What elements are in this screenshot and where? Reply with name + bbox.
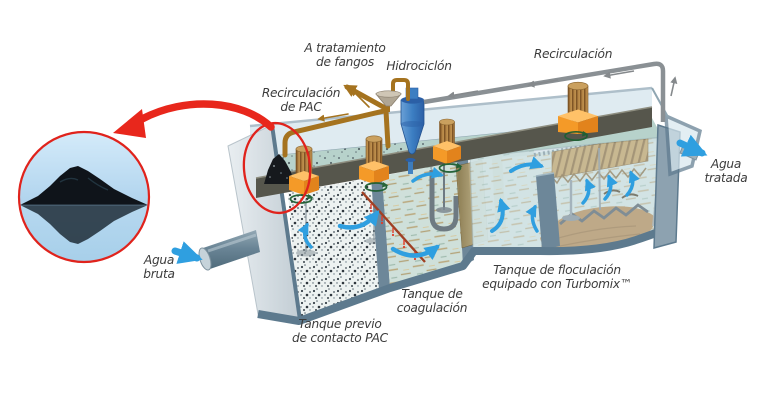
recirculation-pipe (423, 61, 678, 122)
red-highlight (113, 100, 312, 215)
mixer-motor-turbomix (558, 81, 598, 134)
pac-powder-pile (264, 154, 294, 184)
coagulation-tank-face (382, 161, 463, 288)
label-treated-water: Agua tratada (704, 157, 748, 185)
label-pac-recirculation: Recirculación de PAC (261, 86, 341, 114)
pac-riser-pipe (383, 108, 391, 149)
raw-water-arrow (171, 241, 203, 264)
inset-pointer-arrow (138, 100, 275, 131)
pac-tank-face (288, 178, 379, 321)
floc-inlet-wall (536, 173, 560, 250)
pac-flow-arrow (317, 113, 349, 122)
recirculation-flow-arrow-2 (527, 79, 559, 88)
mixer-motor-3 (433, 118, 461, 164)
label-coagulation-tank: Tanque de coagulación (396, 287, 468, 315)
tank-shell (227, 87, 703, 325)
label-sludge-treatment: A tratamiento de fangos (304, 41, 386, 69)
pac-funnel (375, 90, 402, 112)
cyclone-overflow-elbow (391, 78, 410, 101)
recirculation-flow-arrow-3 (603, 70, 635, 79)
recirculation-flow-arrow-1 (447, 90, 479, 99)
treated-water-arrow (676, 134, 708, 157)
label-hydrocyclone: Hidrociclón (386, 59, 452, 73)
label-flocculation-tank: Tanque de floculación equipado con Turbo… (482, 263, 632, 291)
mixer-motor-2 (359, 135, 389, 184)
sludge-flow-arrow (350, 88, 370, 108)
label-pac-contact-tank: Tanque previo de contacto PAC (292, 317, 388, 345)
pac-powder-mound (20, 166, 148, 205)
flow-arrows (297, 156, 640, 261)
recirculation-flow-arrow-up (670, 76, 678, 97)
pac-powder-inset-photo (17, 130, 151, 264)
label-raw-water: Agua bruta (143, 253, 175, 281)
divider-wall (371, 175, 390, 290)
label-recirculation: Recirculación (533, 47, 613, 61)
pac-dosing-highlight-oval (242, 121, 312, 215)
